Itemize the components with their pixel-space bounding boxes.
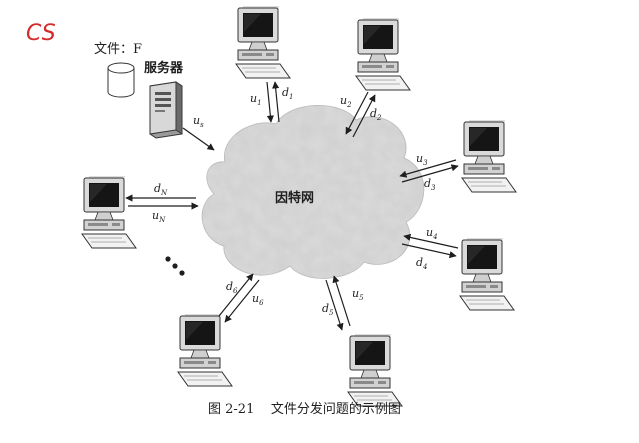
file-cylinder-icon <box>107 62 135 98</box>
handwritten-note: CS <box>26 21 56 46</box>
server-upload-arrow <box>182 127 215 151</box>
figure-caption: 图 2-21 文件分发问题的示例图 <box>208 401 401 417</box>
peer-2-upload-label: u2 <box>340 94 352 109</box>
peer-6-upload-arrow <box>218 273 254 317</box>
peer-3-upload-arrow <box>399 159 457 178</box>
peer-5-download-label: d5 <box>322 302 334 317</box>
peer-4-computer-icon <box>459 237 515 311</box>
peer-4-download-label: d4 <box>416 256 428 271</box>
server-upload-label: us <box>193 114 204 129</box>
peer-1-computer-icon <box>235 5 291 79</box>
peer-6-computer-icon <box>177 313 233 387</box>
peer-2-download-label: d2 <box>370 107 382 122</box>
peer-6-upload-label: u6 <box>252 292 264 307</box>
peer-1-download-arrow <box>272 81 280 123</box>
peer-5-computer-icon <box>347 333 403 407</box>
file-label: 文件：F <box>94 42 142 57</box>
peer-4-download-arrow <box>401 243 457 259</box>
peer-n-download-label: dN <box>154 182 168 197</box>
more-peers-ellipsis <box>165 256 185 276</box>
peer-3-download-arrow <box>401 164 459 183</box>
peer-1-upload-label: u1 <box>250 92 262 107</box>
peer-5-upload-label: u5 <box>352 287 364 302</box>
peer-3-upload-label: u3 <box>416 152 428 167</box>
peer-5-download-arrow <box>325 279 344 331</box>
peer-1-upload-arrow <box>266 81 274 123</box>
peer-4-upload-arrow <box>403 233 459 249</box>
peer-1-download-label: d1 <box>282 86 294 101</box>
peer-4-upload-label: u4 <box>426 226 438 241</box>
peer-6-download-label: d6 <box>226 280 238 295</box>
peer-2-upload-arrow <box>345 91 369 135</box>
peer-3-download-label: d3 <box>424 177 436 192</box>
server-icon <box>149 81 183 139</box>
cloud-label: 因特网 <box>275 190 314 206</box>
peer-5-upload-arrow <box>332 275 351 327</box>
peer-n-upload-label: uN <box>152 209 166 224</box>
peer-6-download-arrow <box>224 279 260 323</box>
peer-2-computer-icon <box>355 17 411 91</box>
peer-3-computer-icon <box>461 119 517 193</box>
peer-n-computer-icon <box>81 175 137 249</box>
peer-2-download-arrow <box>352 94 376 138</box>
server-label: 服务器 <box>144 60 184 76</box>
internet-cloud <box>201 104 425 279</box>
